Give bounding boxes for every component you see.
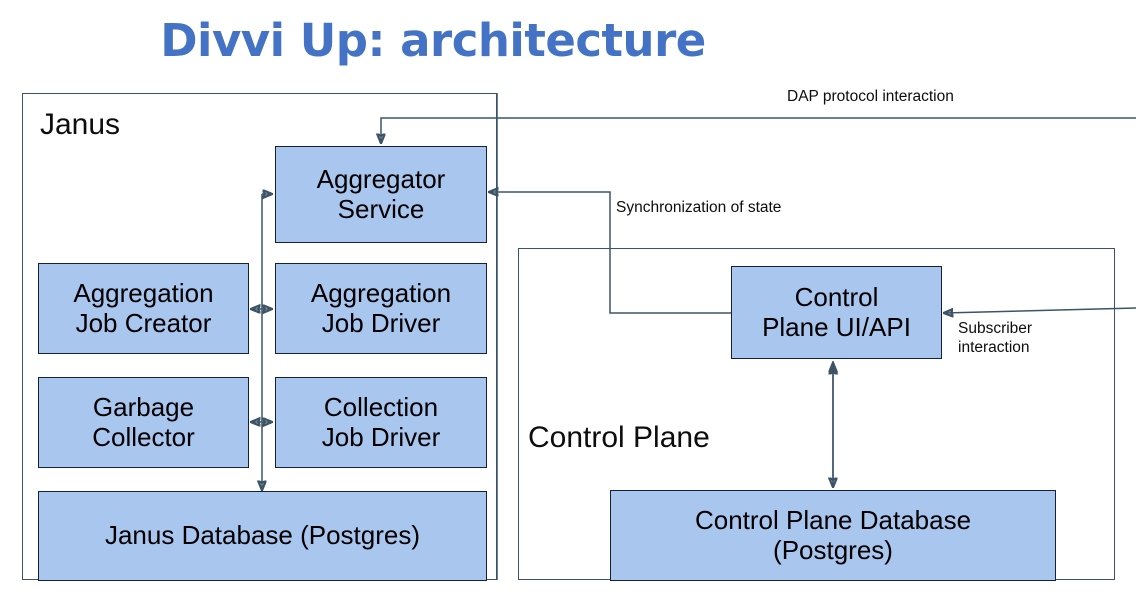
node-collection-job-driver[interactable]: Collection Job Driver xyxy=(275,377,487,468)
label-synchronization-of-state: Synchronization of state xyxy=(616,199,782,216)
label-dap-protocol-interaction: DAP protocol interaction xyxy=(787,88,954,105)
janus-container-label: Janus xyxy=(40,108,121,141)
node-garbage-collector[interactable]: Garbage Collector xyxy=(38,377,249,468)
node-control-plane-ui-api[interactable]: Control Plane UI/API xyxy=(731,266,942,359)
node-aggregation-job-creator[interactable]: Aggregation Job Creator xyxy=(38,263,249,354)
node-aggregator-service[interactable]: Aggregator Service xyxy=(275,146,487,243)
node-janus-database[interactable]: Janus Database (Postgres) xyxy=(38,491,487,581)
control-plane-container-label: Control Plane xyxy=(528,421,710,454)
node-control-plane-database[interactable]: Control Plane Database (Postgres) xyxy=(610,490,1056,581)
label-subscriber-interaction: Subscriber interaction xyxy=(958,320,1033,356)
node-aggregation-job-driver[interactable]: Aggregation Job Driver xyxy=(275,263,487,354)
page-title: Divvi Up: architecture xyxy=(160,14,706,67)
